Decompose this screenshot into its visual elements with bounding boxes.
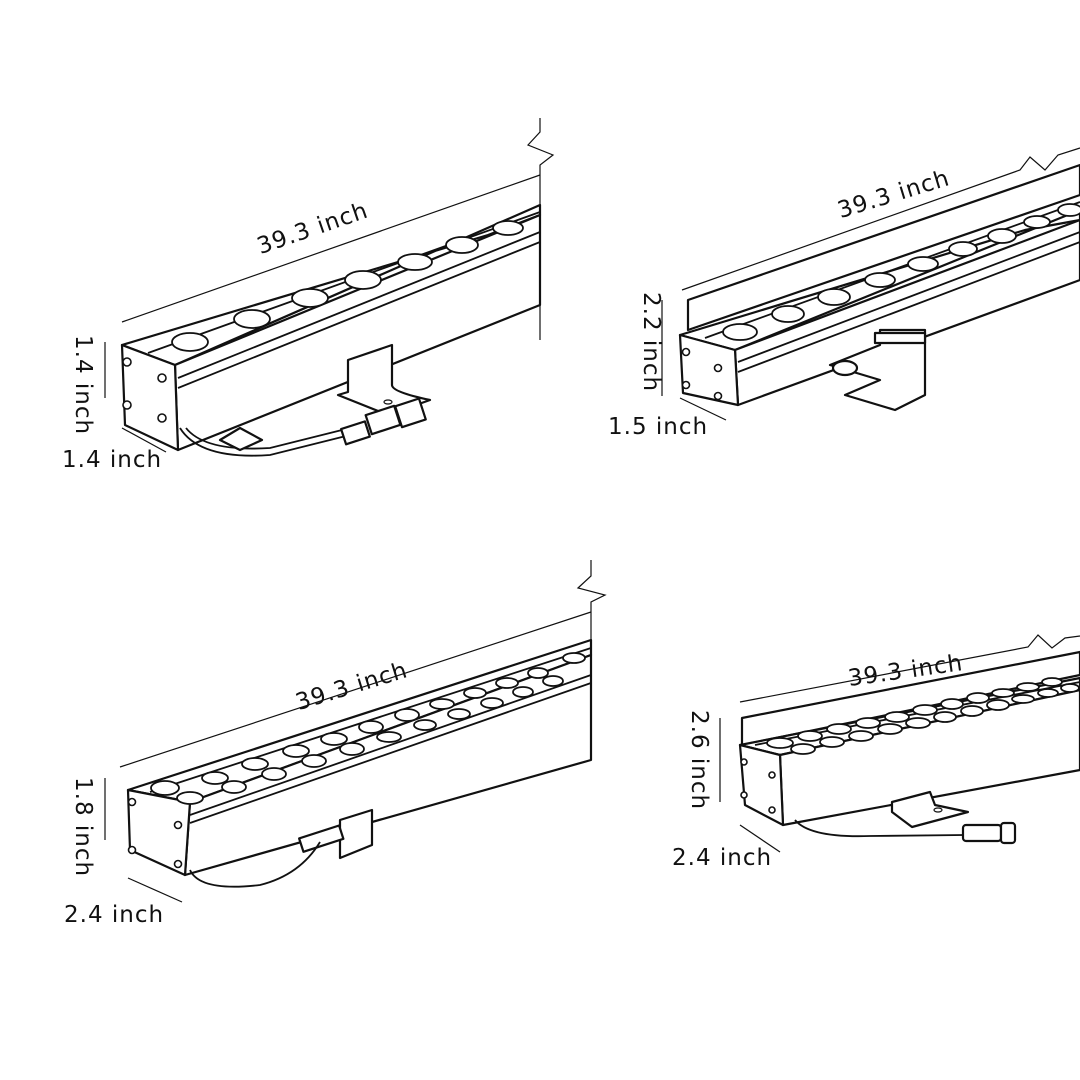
height-label: 2.2 inch bbox=[638, 292, 664, 393]
lens-row bbox=[722, 203, 1080, 341]
lens-row bbox=[171, 220, 524, 352]
break-mark-icon bbox=[681, 147, 1080, 291]
fixture-3-drawing bbox=[104, 560, 607, 903]
fixture-4-drawing bbox=[719, 634, 1080, 853]
fixture-1-drawing bbox=[104, 118, 555, 457]
height-label: 1.4 inch bbox=[70, 335, 96, 436]
fixture-1: 39.3 inch 1.4 inch 1.4 inch bbox=[0, 0, 555, 540]
break-mark-icon bbox=[739, 634, 1080, 703]
lens-row-double bbox=[150, 652, 586, 805]
width-label: 2.4 inch bbox=[672, 845, 773, 871]
fixture-2: 39.3 inch 2.2 inch 1.5 inch bbox=[540, 0, 1080, 540]
height-label: 2.6 inch bbox=[686, 710, 712, 811]
width-label: 1.4 inch bbox=[62, 447, 163, 473]
break-mark-icon bbox=[576, 560, 607, 680]
break-mark-icon bbox=[526, 118, 555, 340]
fixture-3: 39.3 inch 1.8 inch 2.4 inch bbox=[0, 540, 607, 1080]
fixture-4: 39.3 inch 2.6 inch 2.4 inch bbox=[540, 540, 1080, 1080]
fixture-2-drawing bbox=[661, 147, 1080, 421]
height-label: 1.8 inch bbox=[70, 777, 96, 878]
width-label: 2.4 inch bbox=[64, 902, 165, 928]
lens-row-double bbox=[766, 677, 1080, 755]
width-label: 1.5 inch bbox=[608, 414, 709, 440]
